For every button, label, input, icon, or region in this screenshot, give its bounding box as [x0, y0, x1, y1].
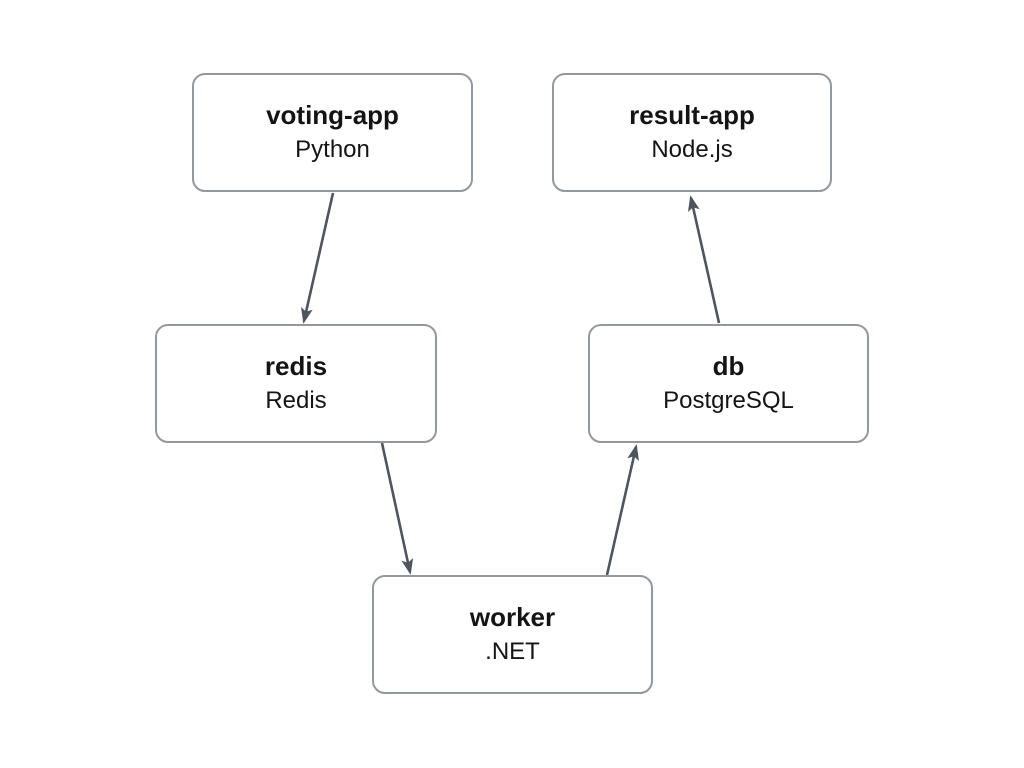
node-redis: redis Redis [155, 324, 437, 443]
node-title: voting-app [266, 100, 399, 131]
node-result-app: result-app Node.js [552, 73, 832, 192]
node-title: db [712, 351, 745, 382]
edge-worker-to-db [605, 444, 639, 576]
node-db: db PostgreSQL [588, 324, 869, 443]
node-subtitle: PostgreSQL [663, 387, 794, 415]
node-title: worker [469, 602, 556, 633]
node-voting-app: voting-app Python [192, 73, 473, 192]
edge-db-to-result-app [687, 195, 721, 324]
node-title: result-app [629, 100, 755, 131]
node-subtitle: Python [295, 136, 370, 164]
edge-redis-to-worker [380, 442, 414, 575]
node-worker: worker .NET [372, 575, 653, 694]
node-title: redis [264, 351, 328, 382]
node-subtitle: Node.js [651, 136, 733, 164]
edge-voting-app-to-redis [301, 192, 335, 324]
node-subtitle: .NET [485, 638, 540, 666]
node-subtitle: Redis [265, 387, 327, 415]
